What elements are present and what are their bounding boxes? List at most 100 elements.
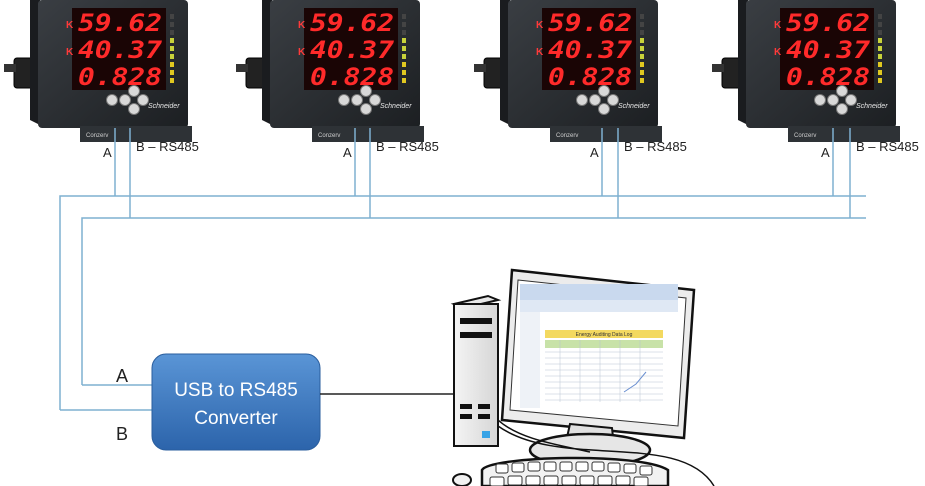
meter-led bbox=[878, 70, 882, 75]
meter-led bbox=[402, 46, 406, 51]
meter-model-label: Conzerv bbox=[318, 133, 340, 139]
meter-button bbox=[576, 94, 588, 106]
converter-label-line1: USB to RS485 bbox=[174, 380, 298, 401]
meter-led bbox=[640, 78, 644, 83]
meter-unit-indicator: K bbox=[66, 47, 74, 58]
meter-unit-indicator: K bbox=[536, 20, 544, 31]
meter-reading: 40.37 bbox=[786, 36, 871, 64]
meter-button bbox=[137, 94, 149, 106]
meter-model-label: Conzerv bbox=[86, 133, 108, 139]
pc-monitor: Energy Auditing Data Log bbox=[500, 268, 696, 468]
meter-unit-indicator: K bbox=[536, 47, 544, 58]
bus-line-a bbox=[81, 217, 866, 385]
meter-led bbox=[402, 70, 406, 75]
meter-bracket-screw bbox=[236, 64, 248, 72]
meter-reading: 59.62 bbox=[786, 9, 870, 37]
meter-unit-indicator: K bbox=[774, 47, 782, 58]
meter-model-label: Conzerv bbox=[556, 133, 578, 139]
meter-bottom bbox=[312, 126, 424, 142]
meter-display bbox=[304, 8, 398, 90]
meter-model-label: Conzerv bbox=[794, 133, 816, 139]
meter-led bbox=[170, 54, 174, 59]
bus-line-b bbox=[59, 195, 866, 410]
meter-reading: 40.37 bbox=[78, 36, 163, 64]
meter-bottom bbox=[788, 126, 900, 142]
meter-side bbox=[30, 0, 40, 125]
meter-button bbox=[607, 94, 619, 106]
meter-button bbox=[128, 103, 140, 115]
meter-label-a: A bbox=[821, 145, 830, 160]
meter-brand: Schneider bbox=[380, 103, 412, 110]
meter-reading: 0.828 bbox=[548, 63, 632, 91]
meter-led bbox=[640, 62, 644, 67]
pc-keyboard bbox=[452, 456, 670, 486]
meter-led bbox=[402, 38, 406, 43]
meter-led bbox=[878, 30, 882, 35]
meter-label-b: B – RS485 bbox=[136, 139, 199, 154]
meter-led bbox=[402, 30, 406, 35]
meter-led bbox=[402, 22, 406, 27]
meter-button bbox=[845, 94, 857, 106]
meter-label-a: A bbox=[343, 145, 352, 160]
usb-rs485-converter: USB to RS485 Converter A B bbox=[60, 353, 454, 451]
meter-reading: 0.828 bbox=[786, 63, 870, 91]
meter-led bbox=[878, 38, 882, 43]
meter-side bbox=[738, 0, 748, 125]
meter-label-a: A bbox=[590, 145, 599, 160]
meter-led bbox=[878, 54, 882, 59]
meter-button bbox=[360, 85, 372, 97]
meter-led bbox=[640, 30, 644, 35]
meter-label-a: A bbox=[103, 145, 112, 160]
meter-led bbox=[878, 78, 882, 83]
meter-button bbox=[338, 94, 350, 106]
converter-box bbox=[151, 353, 321, 451]
meter-led bbox=[878, 22, 882, 27]
meter-unit-indicator: K bbox=[774, 20, 782, 31]
meter-brand: Schneider bbox=[618, 103, 650, 110]
meter-reading: 59.62 bbox=[78, 9, 162, 37]
meter-label-b: B – RS485 bbox=[624, 139, 687, 154]
meter-button bbox=[119, 94, 131, 106]
meter-label-b: B – RS485 bbox=[856, 139, 919, 154]
meter-side bbox=[500, 0, 510, 125]
meter-led bbox=[640, 22, 644, 27]
meter-reading: 0.828 bbox=[78, 63, 162, 91]
meter-button bbox=[598, 85, 610, 97]
meter-button bbox=[827, 94, 839, 106]
meter-button bbox=[106, 94, 118, 106]
meter-bottom bbox=[80, 126, 192, 142]
meter-brand: Schneider bbox=[148, 103, 180, 110]
meter-led bbox=[170, 30, 174, 35]
spreadsheet-screen: Energy Auditing Data Log bbox=[520, 284, 678, 408]
meter-led bbox=[878, 62, 882, 67]
meter-led bbox=[640, 46, 644, 51]
meter-reading: 40.37 bbox=[310, 36, 395, 64]
meter-reading: 0.828 bbox=[310, 63, 394, 91]
meter-bracket-screw bbox=[474, 64, 486, 72]
meter-led bbox=[170, 46, 174, 51]
meter-brand: Schneider bbox=[856, 103, 888, 110]
spreadsheet-title: Energy Auditing Data Log bbox=[576, 332, 633, 338]
meter-reading: 59.62 bbox=[548, 9, 632, 37]
meter-unit-indicator: K bbox=[298, 47, 306, 58]
meter-label-b: B – RS485 bbox=[376, 139, 439, 154]
meter-button bbox=[589, 94, 601, 106]
rs485-bus bbox=[59, 195, 866, 410]
computer: Energy Auditing Data Log bbox=[450, 268, 715, 486]
meter-bracket-screw bbox=[712, 64, 724, 72]
meter-led bbox=[402, 14, 406, 19]
meter-reading: 40.37 bbox=[548, 36, 633, 64]
meter-led bbox=[402, 62, 406, 67]
meter-led bbox=[402, 78, 406, 83]
meter-led bbox=[170, 70, 174, 75]
meter-display bbox=[72, 8, 166, 90]
pc-mouse bbox=[452, 473, 472, 486]
meter-led bbox=[640, 38, 644, 43]
pc-cables bbox=[497, 419, 715, 486]
meter-reading: 59.62 bbox=[310, 9, 394, 37]
converter-label-b: B bbox=[116, 424, 128, 444]
meter-led bbox=[170, 62, 174, 67]
